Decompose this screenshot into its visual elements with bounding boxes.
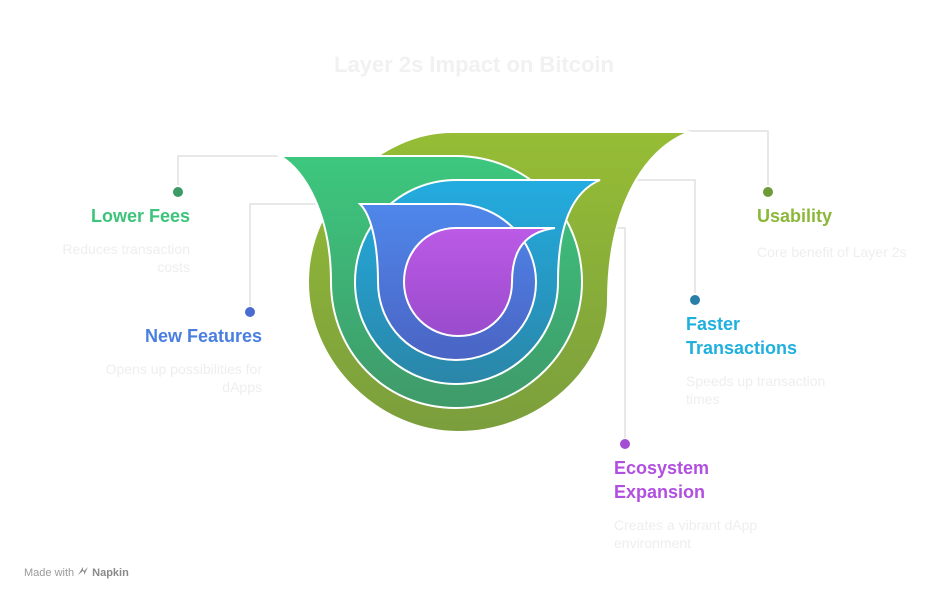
label-lower-fees: Lower Fees [90,206,190,226]
connector-lower-fees [177,155,284,185]
connector-usability [688,130,769,185]
page-title: Layer 2s Impact on Bitcoin [334,52,614,77]
desc-ecosystem-expansion: Creates a vibrant dApp environment [614,517,758,551]
desc-lower-fees: Reduces transaction costs [62,241,190,275]
label-faster-transactions: Faster Transactions [686,314,798,358]
napkin-logo-icon [77,565,89,580]
label-new-features: New Features [144,326,262,346]
dot-usability [763,187,773,197]
layer-ecosystem-expansion [402,227,556,338]
napkin-brand-text: Napkin [92,566,129,579]
desc-new-features: Opens up possibilities for dApps [105,361,262,395]
footer-attribution[interactable]: Made with Napkin [24,565,129,580]
connector-new-features [249,203,326,306]
label-usability: Usability [757,206,833,226]
dot-lower-fees [173,187,183,197]
dot-new-features [245,307,255,317]
desc-usability: Core benefit of Layer 2s [757,244,907,260]
label-ecosystem-expansion: Ecosystem Expansion [614,458,710,502]
desc-faster-transactions: Speeds up transaction times [686,373,826,407]
dot-faster-transactions [690,295,700,305]
made-with-text: Made with [24,566,75,579]
dot-ecosystem-expansion [620,439,630,449]
